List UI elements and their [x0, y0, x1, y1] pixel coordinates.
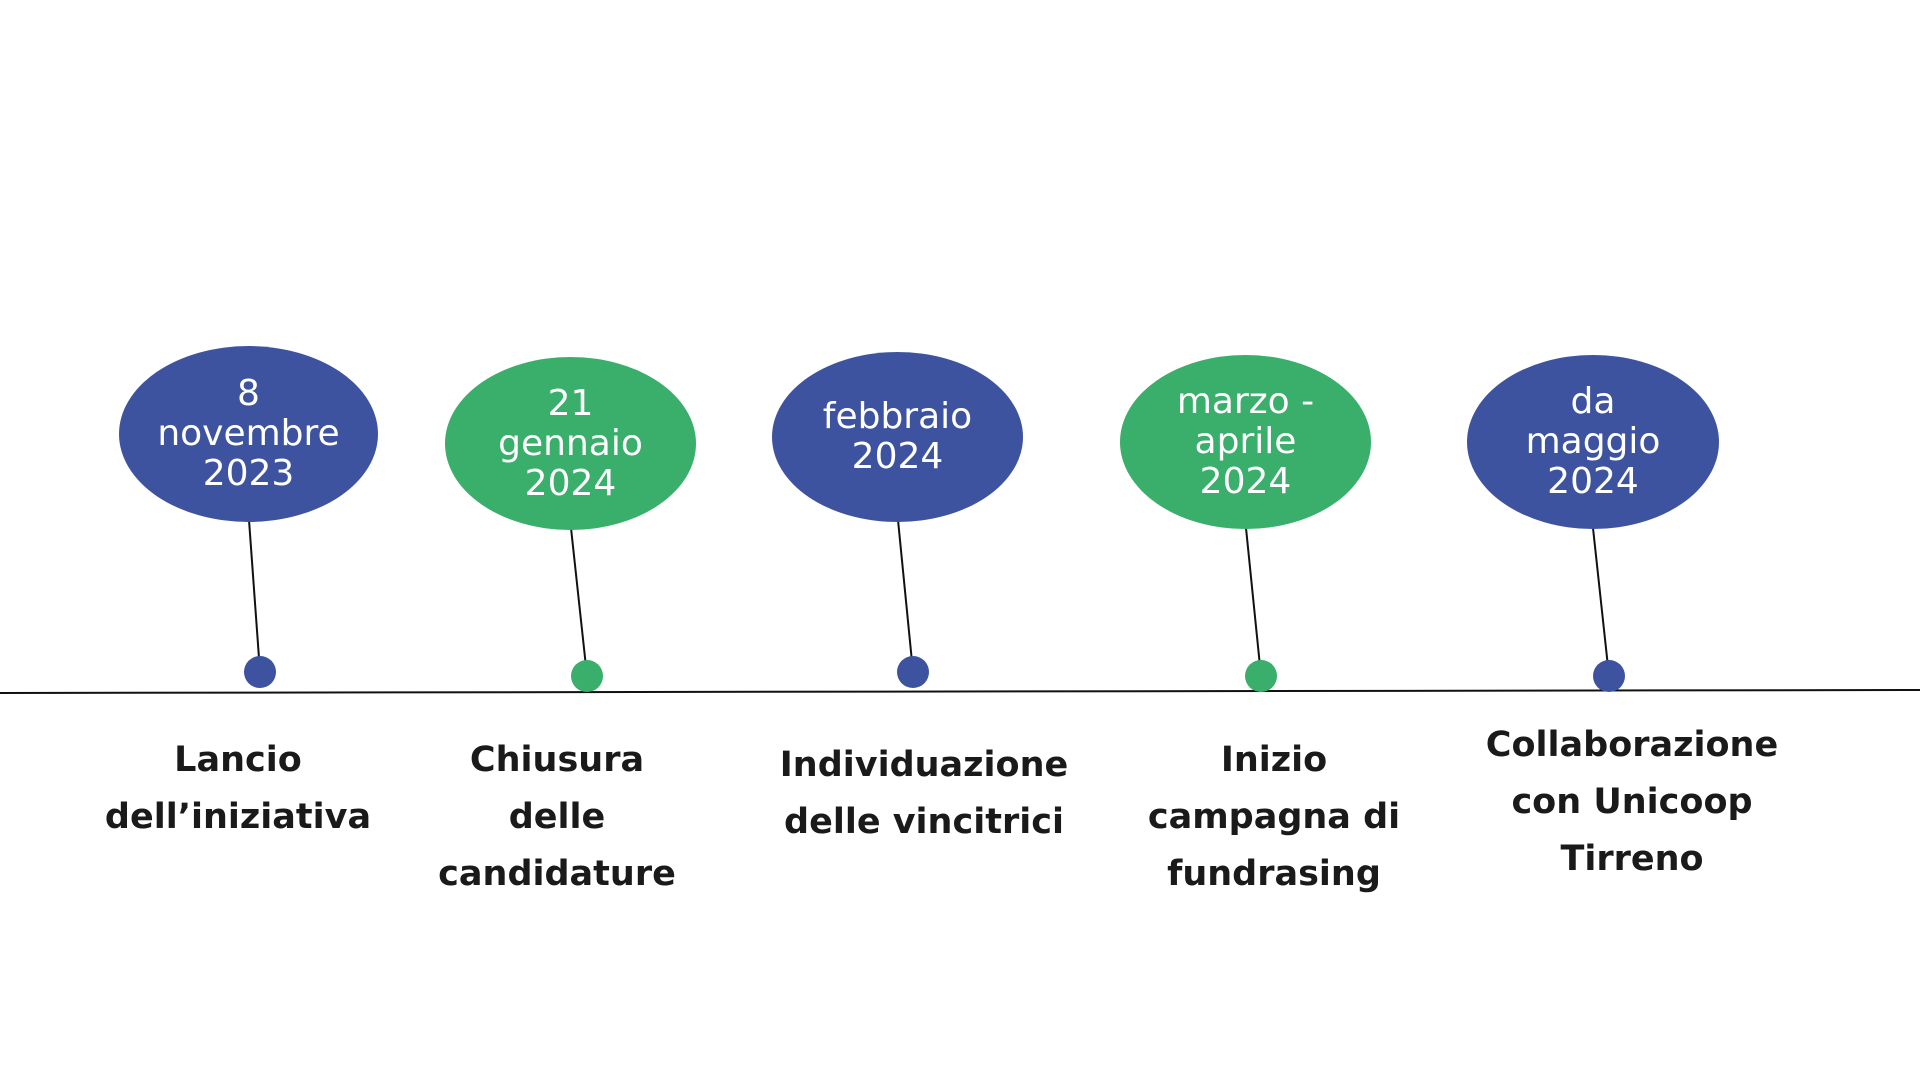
timeline-dot-3 — [897, 656, 929, 688]
date-bubble-1: 8 novembre 2023 — [119, 346, 378, 522]
date-text-1: 8 novembre 2023 — [157, 373, 340, 494]
date-bubble-2: 21 gennaio 2024 — [445, 357, 696, 530]
date-bubble-4: marzo - aprile 2024 — [1120, 355, 1371, 529]
connector-line-3 — [897, 519, 914, 673]
timeline-dot-5 — [1593, 660, 1625, 692]
milestone-caption-1: Lancio dell’iniziativa — [104, 740, 372, 837]
date-bubble-3: febbraio 2024 — [772, 352, 1023, 522]
timeline-dot-1 — [244, 656, 276, 688]
date-text-4: marzo - aprile 2024 — [1176, 381, 1315, 502]
connector-line-1 — [248, 519, 261, 673]
connector-line-2 — [570, 527, 588, 677]
date-text-3: febbraio 2024 — [822, 396, 973, 477]
date-text-2: 21 gennaio 2024 — [498, 382, 643, 504]
timeline-dot-4 — [1245, 660, 1277, 692]
milestone-caption-4: Inizio campagna di fundrasing — [1147, 740, 1401, 894]
milestone-caption-5: Collaborazione con Unicoop Tirreno — [1485, 725, 1779, 879]
timeline-dot-2 — [571, 660, 603, 692]
date-text-5: da maggio 2024 — [1525, 381, 1661, 502]
milestone-caption-2: Chiusura delle candidature — [438, 740, 676, 894]
milestone-caption-3: Individuazione delle vincitrici — [779, 745, 1069, 842]
connector-line-5 — [1592, 527, 1610, 677]
connector-line-4 — [1245, 527, 1262, 677]
date-bubble-5: da maggio 2024 — [1467, 355, 1719, 529]
timeline-axis — [0, 689, 1920, 694]
